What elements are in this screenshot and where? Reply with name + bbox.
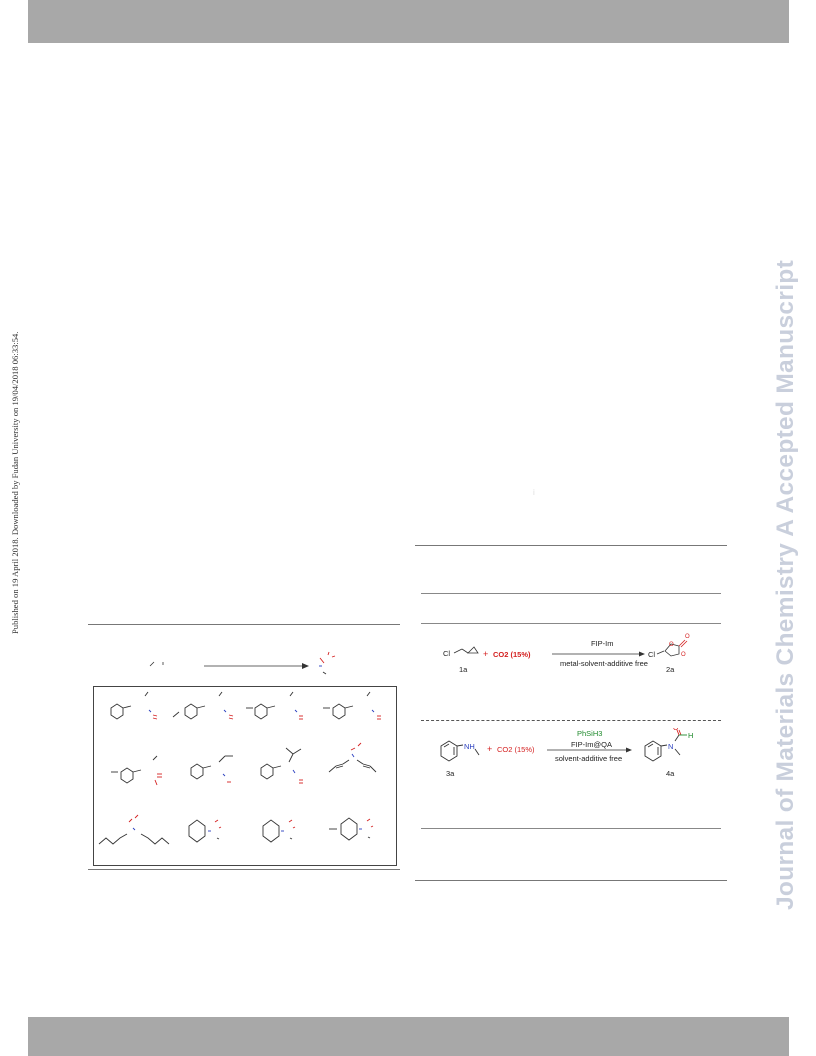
accepted-manuscript-watermark: Journal of Materials Chemistry A Accepte… xyxy=(772,259,799,910)
product-label-2a: 2a xyxy=(666,665,675,674)
header-band xyxy=(28,0,789,43)
substrate-label-3a: 3a xyxy=(446,769,455,778)
plus-sign-1: + xyxy=(483,649,488,659)
product-atom-cl: Cl xyxy=(648,650,655,659)
right-table-rule-4 xyxy=(421,828,721,829)
substrate-8 xyxy=(328,742,377,773)
substrate-11 xyxy=(262,819,296,843)
right-table-bottom-rule xyxy=(415,880,727,881)
n-methylformanilide-structure xyxy=(644,729,687,762)
co2-reagent-2: CO2 (15%) xyxy=(497,745,535,754)
substrate-10 xyxy=(188,819,222,843)
epichlorohydrin-structure xyxy=(453,646,479,654)
substrate-structures xyxy=(98,691,381,845)
catalyst-fip-im-qa: FIP-Im@QA xyxy=(571,740,612,749)
formylation-reaction: NH 3a + CO2 (15%) PhSiH3 FIP-Im@QA solve… xyxy=(440,728,693,778)
reaction-arrow-1 xyxy=(552,651,645,657)
substrate-4 xyxy=(323,691,381,720)
substrate-12 xyxy=(329,817,374,841)
left-table-top-rule xyxy=(88,624,400,625)
substrate-5 xyxy=(111,755,162,786)
substrate-3 xyxy=(246,691,303,720)
n-methylaniline-structure xyxy=(440,740,480,762)
substrate-atom-nh: NH xyxy=(464,742,475,751)
right-table-rule-2 xyxy=(421,593,721,594)
carbonyl-o: O xyxy=(685,634,690,640)
substrate-atom-cl: Cl xyxy=(443,649,450,658)
product-atom-n: N xyxy=(668,742,673,751)
right-table-rule-3 xyxy=(421,623,721,624)
catalyst-fip-im: FIP-Im xyxy=(591,639,614,648)
substrate-label-1a: 1a xyxy=(459,665,468,674)
generic-formamide-product xyxy=(319,651,336,675)
product-atom-h: H xyxy=(688,731,693,740)
scheme-divider xyxy=(421,720,721,721)
publication-note: Published on 19 April 2018. Downloaded b… xyxy=(10,331,20,634)
conditions-solvent-free: solvent-additive free xyxy=(555,754,622,763)
substrate-1 xyxy=(110,691,158,720)
footer-band xyxy=(28,1017,789,1056)
stray-mark: i xyxy=(533,488,535,497)
substrate-2 xyxy=(172,691,234,720)
ring-o-1: O xyxy=(669,642,674,648)
substrate-grid xyxy=(93,686,397,866)
ring-o-2: O xyxy=(681,652,686,658)
reaction-arrow-2 xyxy=(547,747,632,753)
reductant-phsih3: PhSiH3 xyxy=(577,729,602,738)
cyclic-carbonate-structure xyxy=(656,639,688,657)
left-table-bottom-rule xyxy=(88,869,400,870)
reaction-arrow xyxy=(204,663,309,669)
co2-reagent-1: CO2 (15%) xyxy=(493,650,531,659)
generic-amine-fragment xyxy=(149,661,164,667)
substrate-7 xyxy=(260,747,303,784)
product-atom-o: O xyxy=(673,728,679,732)
product-label-4a: 4a xyxy=(666,769,675,778)
plus-sign-2: + xyxy=(487,744,492,754)
cyclic-carbonate-reaction: Cl 1a + CO2 (15%) FIP-Im metal-solvent-a… xyxy=(443,634,690,674)
left-reaction-scheme xyxy=(149,651,336,675)
substrate-6 xyxy=(190,755,233,783)
right-table-top-rule xyxy=(415,545,727,546)
substrate-9 xyxy=(98,814,170,845)
conditions-metal-free: metal-solvent-additive free xyxy=(560,659,648,668)
